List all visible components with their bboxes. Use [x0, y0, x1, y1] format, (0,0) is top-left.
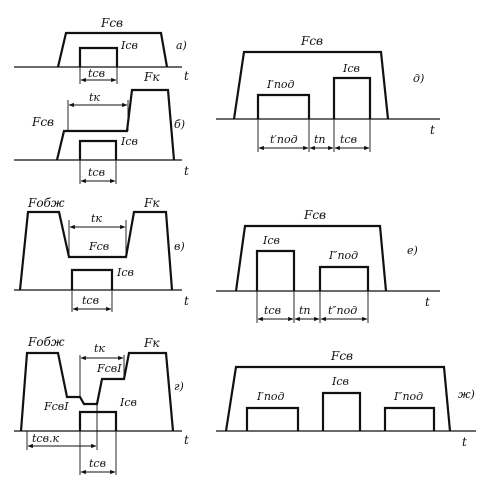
- force-label: Fсв: [330, 349, 353, 363]
- dim-t-p: tп: [314, 133, 326, 146]
- panel-b: t Fсв Fк Iсв б) tк tсв: [14, 70, 189, 184]
- dim-t-sv: tсв: [264, 304, 281, 317]
- axis-t-label: t: [184, 433, 189, 447]
- axis-t-label: t: [184, 164, 189, 178]
- current-pulse: [78, 46, 119, 67]
- squeeze-force-label: Fобж: [27, 335, 65, 349]
- force-pulse: [232, 50, 390, 120]
- panel-letter: г): [174, 380, 184, 393]
- current-label: Iсв: [262, 234, 280, 247]
- force-label: Fсв: [300, 34, 323, 48]
- force-pulse: [234, 224, 388, 292]
- panel-v: t Fобж Fк Fсв Iсв в) tк tсв: [14, 196, 189, 312]
- panel-letter: д): [413, 72, 424, 85]
- panel-letter: е): [407, 244, 418, 257]
- weld-force-label-lower: FсвI: [43, 400, 69, 413]
- dim-t-sv: tсв: [88, 166, 105, 179]
- dim-t-sv: tсв: [88, 67, 105, 80]
- forge-force-label: Fк: [143, 70, 160, 84]
- current-pulse: [78, 139, 118, 160]
- current-pulse: [78, 410, 118, 431]
- dim-t-sv-k: tсв.к: [32, 432, 59, 445]
- forge-force-label: Fк: [143, 196, 160, 210]
- current-label: Iсв: [116, 266, 134, 279]
- axis-t-label: t: [184, 69, 189, 83]
- panel-letter: ж): [458, 388, 475, 401]
- weld-force-label-upper: FсвI: [96, 362, 122, 375]
- current-pulse: [321, 391, 362, 431]
- axis-t-label: t: [425, 295, 430, 309]
- dim-t-sv: tсв: [82, 294, 99, 307]
- force-label: Fсв: [100, 16, 123, 30]
- panel-d: t Fсв I′под Iсв д) t′под tп tсв: [216, 34, 440, 152]
- current-label: Iсв: [331, 375, 349, 388]
- force-label: Fсв: [31, 115, 54, 129]
- panel-zh: t Fсв I′под Iсв I″под ж): [216, 349, 476, 449]
- preheat-current-pulse: [245, 406, 300, 431]
- dim-t-pod: t″под: [328, 304, 357, 317]
- axis-t-label: t: [430, 123, 435, 137]
- force-curve: [19, 351, 175, 432]
- dim-t-k: tк: [89, 91, 100, 104]
- dim-t-k: tк: [94, 342, 105, 355]
- current-label: Iсв: [120, 39, 138, 52]
- dim-t-sv: tсв: [89, 457, 106, 470]
- current-pulse: [255, 249, 296, 291]
- panel-g: t Fобж Fк FсвI FсвI Iсв г) tк tсв.к tсв: [14, 335, 189, 475]
- current-label: Iсв: [119, 396, 137, 409]
- forge-force-label: Fк: [143, 336, 160, 350]
- postheat-current-label: I″под: [393, 390, 423, 403]
- force-curve: [18, 210, 174, 291]
- dim-t-pod: t′под: [270, 133, 298, 146]
- panel-letter: а): [176, 39, 187, 52]
- preheat-current-label: I′под: [256, 390, 285, 403]
- postheat-current-label: I″под: [328, 249, 358, 262]
- dim-t-p: tп: [299, 304, 311, 317]
- preheat-current-pulse: [318, 265, 370, 291]
- current-pulse: [332, 76, 372, 119]
- dim-t-k: tк: [91, 212, 102, 225]
- dim-t-sv: tсв: [340, 133, 357, 146]
- axis-t-label: t: [462, 435, 467, 449]
- preheat-current-label: I′под: [266, 78, 295, 91]
- axis-t-label: t: [184, 294, 189, 308]
- force-label: Fсв: [88, 240, 109, 253]
- force-label: Fсв: [303, 208, 326, 222]
- panel-e: t Fсв Iсв I″под е) tсв tп t″под: [216, 208, 440, 323]
- current-label: Iсв: [342, 62, 360, 75]
- preheat-current-pulse: [256, 93, 311, 119]
- panel-letter: в): [174, 240, 185, 253]
- force-pulse: [56, 31, 169, 68]
- panel-letter: б): [174, 118, 185, 131]
- force-curve: [55, 88, 176, 161]
- postheat-current-pulse: [383, 406, 436, 431]
- force-pulse: [224, 365, 452, 432]
- current-label: Iсв: [120, 135, 138, 148]
- squeeze-force-label: Fобж: [27, 196, 65, 210]
- panel-a: t Fсв Iсв а) tсв: [14, 16, 189, 84]
- current-pulse: [70, 268, 114, 290]
